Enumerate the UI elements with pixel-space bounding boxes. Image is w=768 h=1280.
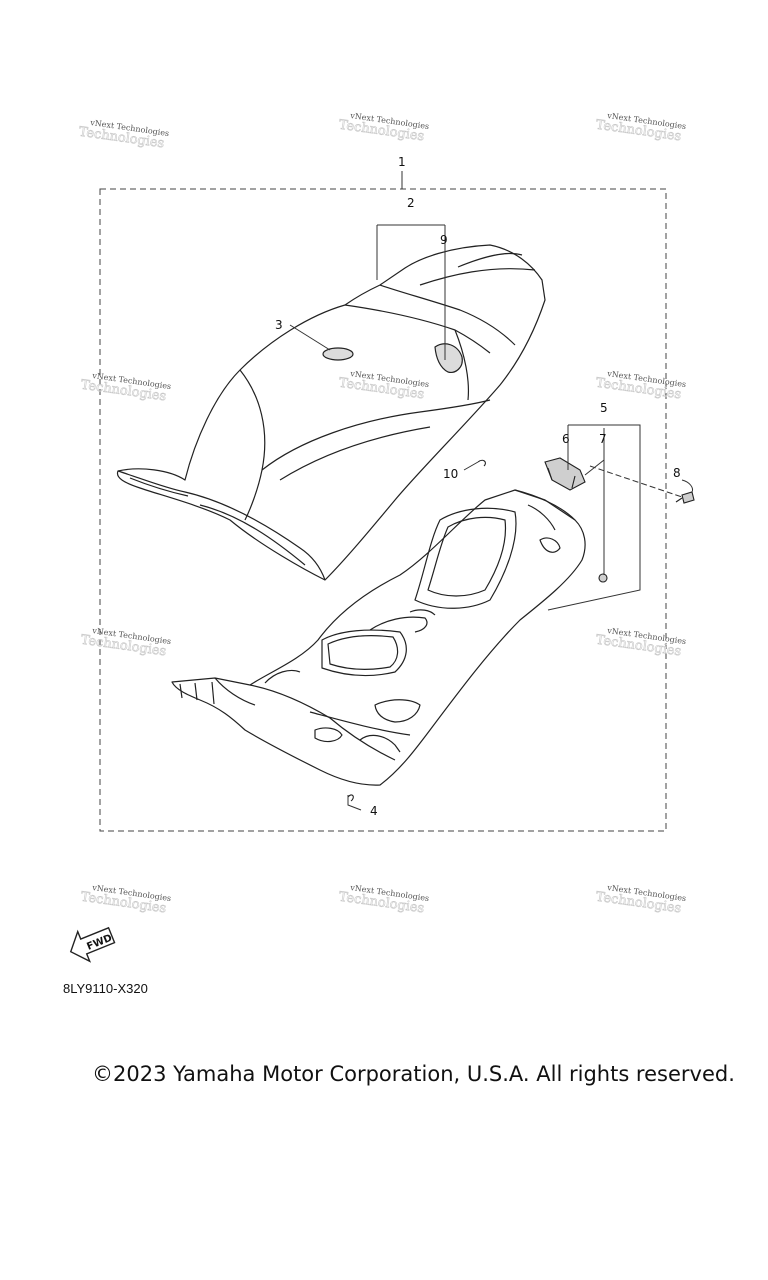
callout-10: 10 bbox=[443, 467, 458, 481]
seat-base bbox=[171, 489, 586, 786]
callout-3: 3 bbox=[275, 318, 283, 332]
diagram-code: 8LY9110-X320 bbox=[63, 981, 148, 996]
copyright-notice: ©2023 Yamaha Motor Corporation, U.S.A. A… bbox=[92, 1062, 735, 1086]
callout-7: 7 bbox=[599, 432, 607, 446]
fwd-arrow-icon: FWD bbox=[69, 926, 116, 963]
callout-6: 6 bbox=[562, 432, 570, 446]
assembly-boundary bbox=[99, 188, 667, 832]
callout-4: 4 bbox=[370, 804, 378, 818]
seat bbox=[116, 244, 546, 581]
callout-9: 9 bbox=[440, 233, 448, 247]
hardware bbox=[347, 457, 695, 802]
callout-5: 5 bbox=[600, 401, 608, 415]
callout-1: 1 bbox=[398, 155, 406, 169]
leader-lines bbox=[289, 224, 693, 811]
callout-8: 8 bbox=[673, 466, 681, 480]
callout-2: 2 bbox=[407, 196, 415, 210]
